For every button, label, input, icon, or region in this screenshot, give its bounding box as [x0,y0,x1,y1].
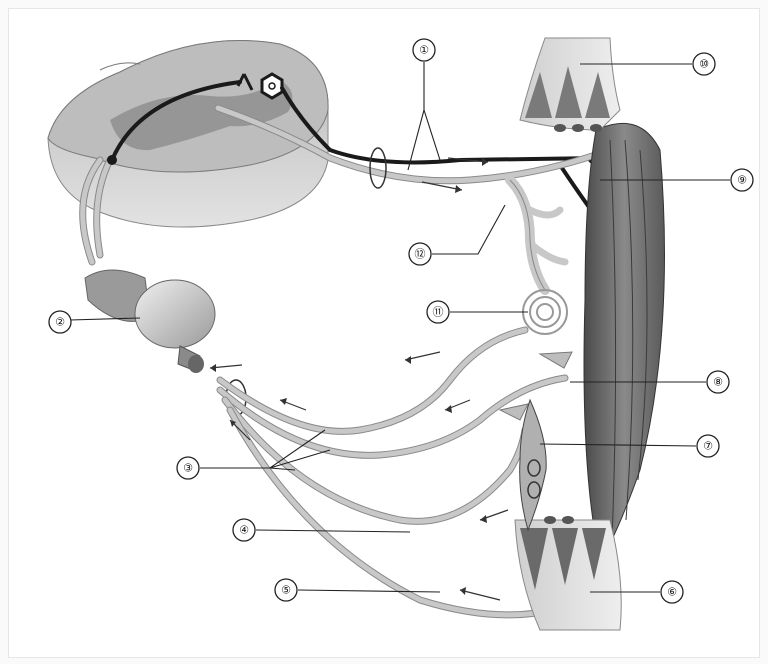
label-6: ⑥ [661,581,683,603]
svg-text:⑤: ⑤ [281,584,291,597]
svg-text:⑦: ⑦ [703,440,713,453]
muscle-spindle [520,400,547,530]
svg-text:⑧: ⑧ [713,376,723,389]
dorsal-root-ganglion [85,270,215,373]
svg-text:③: ③ [183,462,193,475]
svg-text:①: ① [419,44,429,57]
label-5: ⑤ [275,579,297,601]
label-2: ② [49,311,71,333]
svg-text:④: ④ [239,524,249,537]
svg-text:⑫: ⑫ [415,248,426,261]
svg-text:⑨: ⑨ [737,174,747,187]
blood-vessel [510,180,565,290]
label-3: ③ [177,457,199,479]
label-11: ⑪ [427,301,449,323]
label-8: ⑧ [707,371,729,393]
upper-tendon [520,38,620,132]
muscle [584,123,665,560]
label-12: ⑫ [409,243,431,265]
label-1: ① [413,39,435,61]
svg-text:⑥: ⑥ [667,586,677,599]
svg-text:②: ② [55,316,65,329]
svg-text:⑩: ⑩ [699,58,709,71]
spiral-receptor [523,290,567,334]
label-9: ⑨ [731,169,753,191]
label-7: ⑦ [697,435,719,457]
label-4: ④ [233,519,255,541]
label-10: ⑩ [693,53,715,75]
svg-text:⑪: ⑪ [433,306,444,319]
